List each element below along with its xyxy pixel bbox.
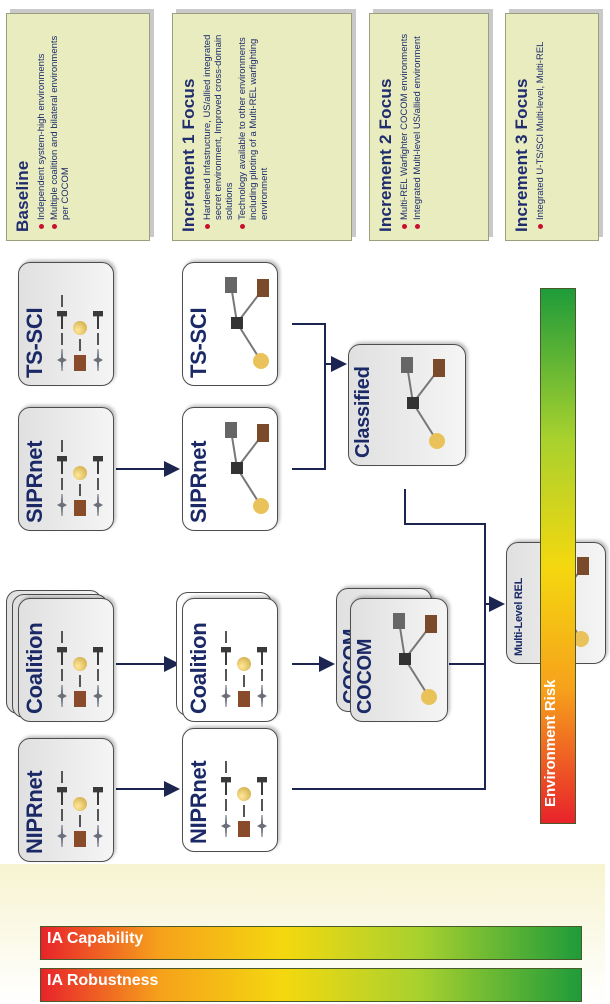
node-icons — [217, 739, 273, 837]
globe-icon — [73, 657, 87, 671]
node-baseline-nipr: NIPRnet — [18, 738, 114, 862]
globe-icon — [73, 797, 87, 811]
node-icons — [53, 273, 109, 371]
node-inc1-tssci: TS-SCI — [182, 262, 278, 386]
environment-risk-bar: Environment Risk — [540, 288, 576, 824]
node-label: COCOM — [354, 638, 376, 714]
network-icons — [225, 277, 269, 369]
ia-robustness-label: IA Robustness — [47, 972, 159, 989]
weapon-icon — [93, 787, 103, 805]
globe-icon — [237, 787, 251, 801]
aircraft-icon — [57, 685, 67, 707]
node-icons — [53, 418, 109, 516]
weapon-icon — [57, 456, 67, 474]
node-label: SIPRnet — [186, 440, 211, 523]
weapon-icon — [257, 777, 267, 795]
ia-robustness-bar-horizontal: IA Robustness — [40, 968, 582, 1002]
weapon-icon — [221, 777, 231, 795]
node-label: NIPRnet — [22, 770, 47, 854]
node-label: Coalition — [186, 622, 211, 714]
globe-icon — [237, 657, 251, 671]
network-icons — [401, 357, 445, 449]
node-inc1-coalition: Coalition — [182, 598, 278, 722]
node-baseline-tssci: TS-SCI — [18, 262, 114, 386]
node-label: TS-SCI — [186, 307, 211, 378]
node-inc2-classified: Classified — [348, 344, 466, 466]
node-icons — [53, 749, 109, 847]
aircraft-icon — [221, 815, 231, 837]
building-icon — [74, 500, 86, 516]
node-label: SIPRnet — [22, 440, 47, 523]
node-label: Multi-Level REL — [513, 577, 525, 656]
node-inc1-sipr: SIPRnet — [182, 407, 278, 531]
building-icon — [238, 691, 250, 707]
node-icons — [53, 609, 109, 707]
aircraft-icon — [93, 349, 103, 371]
aircraft-icon — [221, 685, 231, 707]
node-label: Coalition — [22, 622, 47, 714]
aircraft-icon — [93, 825, 103, 847]
aircraft-icon — [57, 349, 67, 371]
weapon-icon — [57, 647, 67, 665]
globe-icon — [73, 321, 87, 335]
node-label: TS-SCI — [22, 307, 47, 378]
network-icons — [225, 422, 269, 514]
node-label: NIPRnet — [186, 760, 211, 844]
building-icon — [74, 831, 86, 847]
weapon-icon — [93, 456, 103, 474]
aircraft-icon — [57, 825, 67, 847]
ia-capability-label: IA Capability — [47, 930, 144, 947]
node-baseline-sipr: SIPRnet — [18, 407, 114, 531]
environment-risk-label: Environment Risk — [542, 679, 559, 807]
weapon-icon — [93, 647, 103, 665]
globe-icon — [73, 466, 87, 480]
weapon-icon — [57, 787, 67, 805]
aircraft-icon — [257, 685, 267, 707]
aircraft-icon — [257, 815, 267, 837]
weapon-icon — [221, 647, 231, 665]
building-icon — [238, 821, 250, 837]
network-icons — [393, 613, 437, 705]
weapon-icon — [93, 311, 103, 329]
aircraft-icon — [93, 685, 103, 707]
node-inc2-cocom-front: COCOM — [350, 598, 448, 722]
aircraft-icon — [57, 494, 67, 516]
node-inc1-nipr: NIPRnet — [182, 728, 278, 852]
ia-capability-bar-horizontal: IA Capability — [40, 926, 582, 960]
aircraft-icon — [93, 494, 103, 516]
building-icon — [74, 691, 86, 707]
node-baseline-coalition: Coalition — [18, 598, 114, 722]
node-icons — [217, 609, 273, 707]
weapon-icon — [257, 647, 267, 665]
weapon-icon — [57, 311, 67, 329]
node-label: Classified — [352, 366, 374, 458]
building-icon — [74, 355, 86, 371]
